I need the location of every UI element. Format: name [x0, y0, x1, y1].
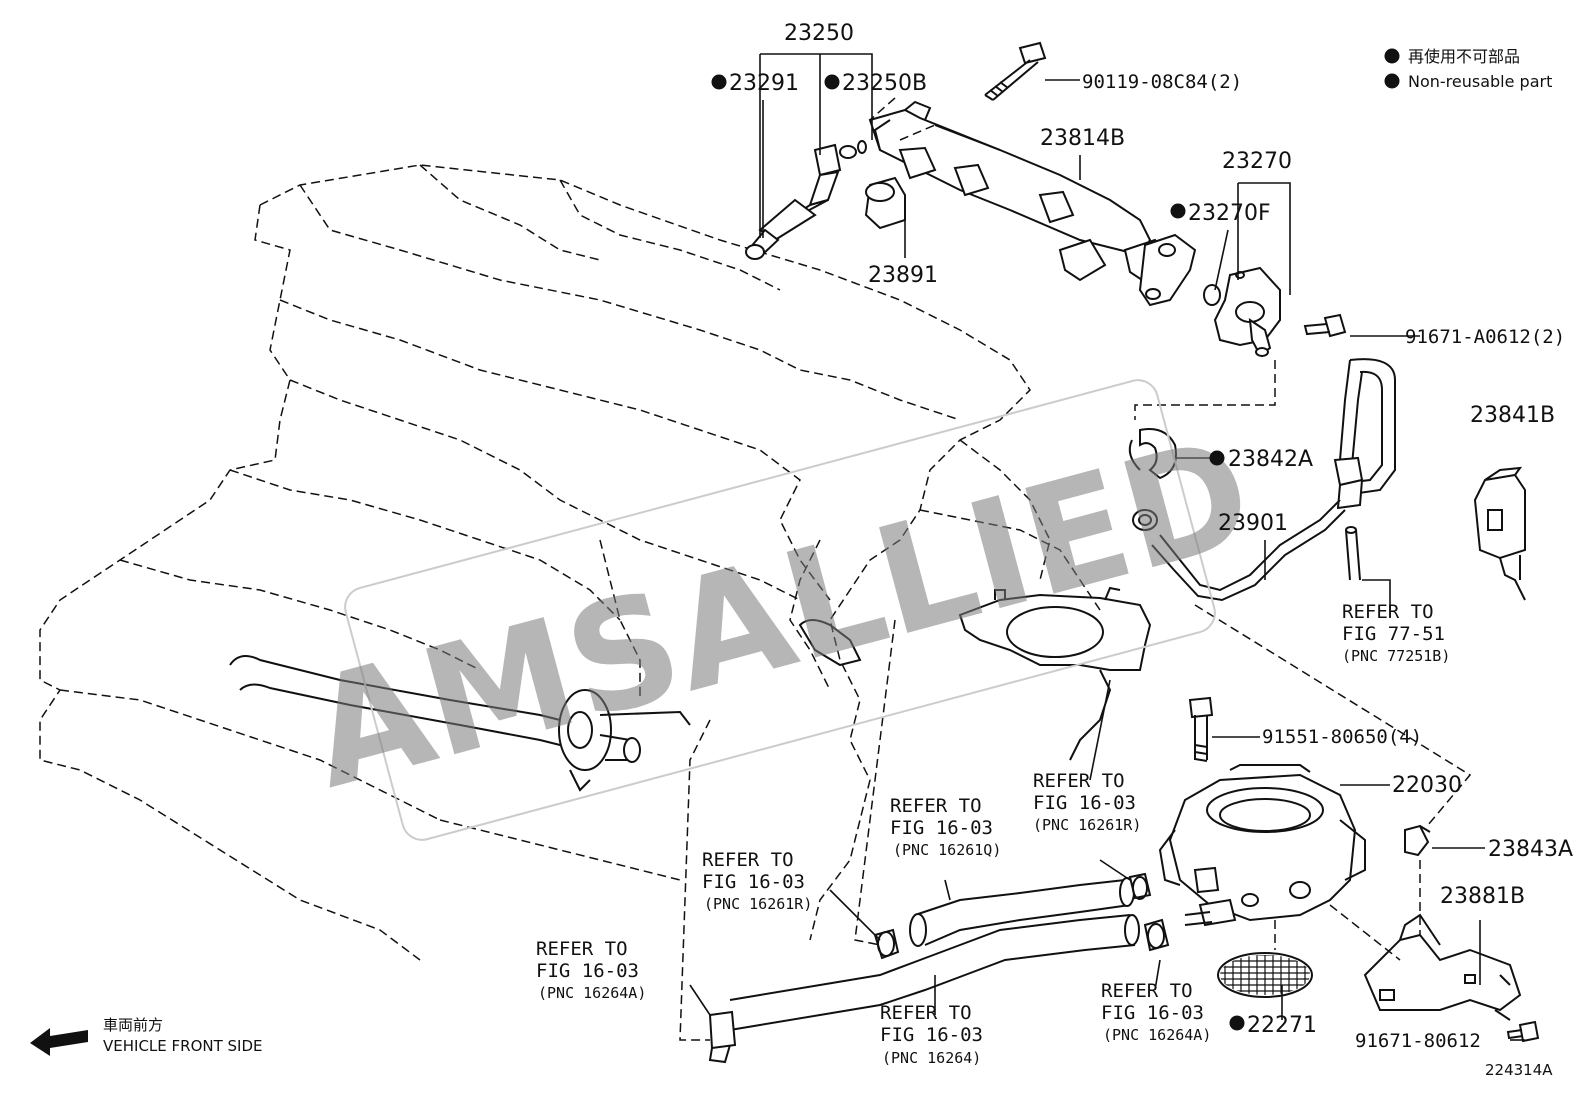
label-23881B: 23881B — [1440, 884, 1525, 909]
screw-91671A — [1303, 313, 1347, 338]
intake-flange — [798, 586, 1152, 761]
refer-to-label: REFER TO — [1342, 601, 1434, 623]
fuel-hose-23901 — [1132, 358, 1396, 602]
fuel-pressure-damper — [1203, 266, 1281, 357]
engine-pipe — [229, 655, 691, 792]
refer-fig-label: FIG 16-03 — [702, 871, 805, 893]
refer-to-label: REFER TO — [1101, 980, 1193, 1002]
non-reusable-dot — [1209, 450, 1225, 466]
refer-pnc-label: (PNC 16261R) — [1033, 816, 1141, 834]
label-23270F: 23270F — [1188, 201, 1271, 226]
front-arrow-icon — [30, 1028, 88, 1056]
non-reusable-markers — [711, 74, 1245, 1031]
refer-to-label: REFER TO — [890, 795, 982, 817]
diagram-id: 224314A — [1485, 1061, 1553, 1079]
water-hoses — [708, 872, 1170, 1064]
screw-91671B — [1506, 1020, 1540, 1043]
refer-pnc-label: (PNC 16264) — [882, 1049, 981, 1067]
label-23842A: 23842A — [1228, 447, 1313, 472]
non-reusable-dot — [824, 74, 840, 90]
refer-pnc-label: (PNC 16264A) — [1103, 1026, 1211, 1044]
refer-to-label: REFER TO — [702, 849, 794, 871]
label-23841B: 23841B — [1470, 403, 1555, 428]
label-23270: 23270 — [1222, 149, 1292, 174]
watermark-text: AMSALLIED — [293, 405, 1269, 822]
refer-to-label: REFER TO — [1033, 770, 1125, 792]
refer-pnc-label: (PNC 16264A) — [538, 984, 646, 1002]
engine-outline — [39, 164, 1101, 961]
label-91671A: 91671-A0612(2) — [1405, 326, 1565, 348]
front-label-en: VEHICLE FRONT SIDE — [103, 1037, 263, 1055]
bracket-23881B — [1363, 913, 1522, 1021]
front-label-jp: 車両前方 — [103, 1016, 163, 1034]
refer-fig-label: FIG 16-03 — [1101, 1002, 1204, 1024]
legend-dot-en — [1384, 73, 1400, 89]
refer-fig-label: FIG 16-03 — [1033, 792, 1136, 814]
non-reusable-dot — [711, 74, 727, 90]
leader-lines — [689, 53, 1525, 1041]
refer-pnc-label: (PNC 77251B) — [1342, 647, 1450, 665]
fuel-injector — [745, 140, 906, 260]
label-91671B: 91671-80612 — [1355, 1030, 1481, 1052]
label-91551: 91551-80650(4) — [1262, 726, 1422, 748]
refer-fig-label: FIG 77-51 — [1342, 623, 1445, 645]
refer-fig-label: FIG 16-03 — [890, 817, 993, 839]
label-90119: 90119-08C84(2) — [1082, 71, 1242, 93]
bolt-91551 — [1188, 696, 1214, 762]
label-23843A: 23843A — [1488, 837, 1573, 862]
legend-dot-jp — [1384, 48, 1400, 64]
non-reusable-dot — [1170, 203, 1186, 219]
non-reusable-dot — [1229, 1015, 1245, 1031]
bolt-90119 — [984, 41, 1047, 101]
refer-fig-label: FIG 16-03 — [880, 1024, 983, 1046]
reference-callouts: REFER TO FIG 77-51 (PNC 77251B) REFER TO… — [536, 601, 1450, 1067]
throttle-body — [1158, 764, 1366, 927]
legend: 再使用不可部品 Non-reusable part — [1384, 47, 1552, 91]
clip-23843A — [1404, 824, 1431, 857]
label-23250: 23250 — [784, 21, 854, 46]
refer-fig-label: FIG 16-03 — [536, 960, 639, 982]
refer-pnc-label: (PNC 16261Q) — [893, 841, 1001, 859]
gasket-22271 — [1217, 952, 1313, 998]
label-22271: 22271 — [1247, 1013, 1317, 1038]
label-23901: 23901 — [1218, 511, 1288, 536]
label-23250B: 23250B — [842, 71, 927, 96]
refer-to-label: REFER TO — [536, 938, 628, 960]
legend-en: Non-reusable part — [1408, 72, 1552, 91]
fuel-delivery-pipe — [868, 100, 1197, 307]
label-23291: 23291 — [729, 71, 799, 96]
legend-jp: 再使用不可部品 — [1408, 47, 1520, 66]
dashed-references — [679, 97, 1472, 1041]
refer-pnc-label: (PNC 16261R) — [704, 895, 812, 913]
label-23814B: 23814B — [1040, 126, 1125, 151]
label-22030: 22030 — [1392, 773, 1462, 798]
connector-23841B — [1473, 466, 1526, 601]
vehicle-front-indicator: 車両前方 VEHICLE FRONT SIDE — [30, 1016, 263, 1056]
label-23891: 23891 — [868, 263, 938, 288]
refer-to-label: REFER TO — [880, 1002, 972, 1024]
part-labels: 23250 23291 23250B 90119-08C84(2) 23814B… — [729, 21, 1573, 1052]
